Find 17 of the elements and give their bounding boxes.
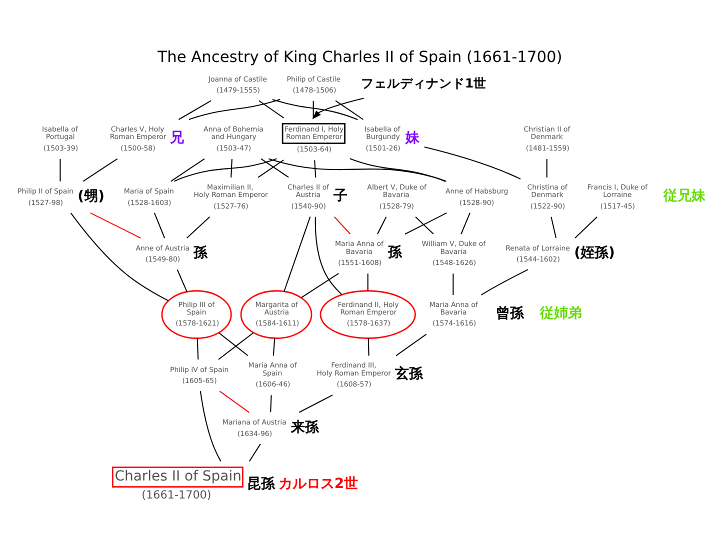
node-label: (姪孫)	[574, 244, 615, 261]
node-label: 兄	[170, 130, 184, 146]
node-label: 孫	[194, 244, 208, 261]
node-text: フェルディナンド1世	[360, 75, 487, 90]
node-label: 子	[334, 188, 348, 204]
label: 従姉弟	[540, 305, 582, 322]
label: 従兄妹	[663, 188, 706, 204]
node-label: 孫	[388, 244, 402, 261]
label: 曾孫	[496, 305, 524, 322]
node-label: (甥)	[78, 188, 104, 204]
diagram-title: The Ancestry of King Charles II of Spain (1661-1700)	[158, 48, 562, 66]
node-label: (1661-1700)	[142, 488, 212, 502]
node-label: 来孫	[290, 419, 319, 436]
node-label: 昆孫	[246, 476, 275, 492]
node-label: 玄孫	[395, 366, 424, 382]
node-label: 妹	[406, 130, 420, 146]
node-label: カルロス2世	[278, 476, 358, 492]
